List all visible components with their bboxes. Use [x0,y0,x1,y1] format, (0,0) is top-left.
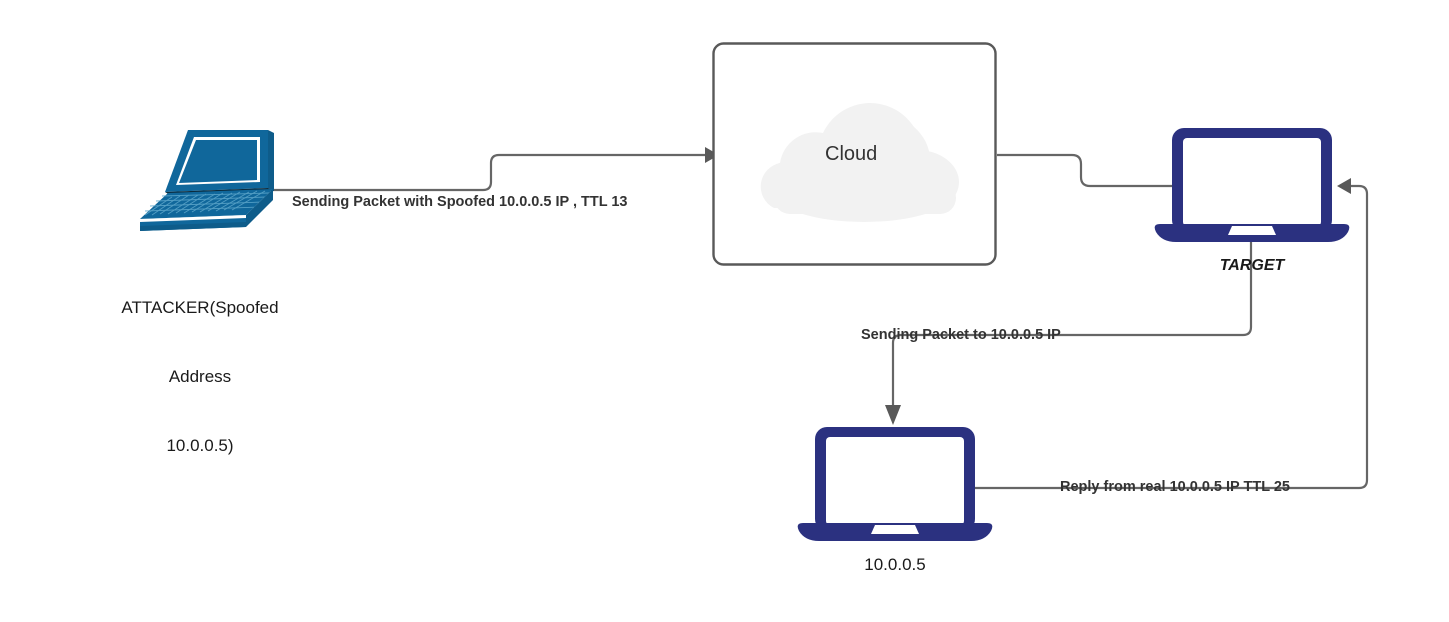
target-label: TARGET [1219,257,1285,274]
cloud-box[interactable] [712,42,997,266]
laptop-isometric-icon [140,130,274,231]
laptop-front-icon [1154,128,1350,242]
target-node[interactable] [1152,126,1352,244]
laptop-front-icon [797,427,993,541]
edge-label-target-to-victim: Sending Packet to 10.0.0.5 IP [861,327,1061,343]
edge-cloud-to-target [997,153,1172,188]
attacker-label-line3: 10.0.0.5) [166,436,234,455]
attacker-node[interactable] [110,122,290,232]
edge-target-to-victim [891,238,1253,408]
cloud-container-icon [712,42,997,266]
cloud-icon [760,103,959,222]
cloud-label: Cloud [825,143,878,165]
arrow-down-icon [885,405,901,425]
victim-label: 10.0.0.5 [864,555,926,574]
edge-label-victim-to-target: Reply from real 10.0.0.5 IP TTL 25 [1060,479,1290,495]
arrow-left-icon [1337,178,1351,194]
attacker-label-line1: ATTACKER(Spoofed [121,298,279,317]
arrow-right-icon [705,147,719,163]
victim-node[interactable] [795,425,995,543]
edge-victim-to-target [975,184,1369,490]
attacker-label-line2: Address [168,367,232,386]
edge-label-attacker-to-cloud: Sending Packet with Spoofed 10.0.0.5 IP … [292,194,628,210]
attacker-label: ATTACKER(Spoofed Address 10.0.0.5) [70,250,330,503]
edge-attacker-to-cloud [262,153,705,192]
